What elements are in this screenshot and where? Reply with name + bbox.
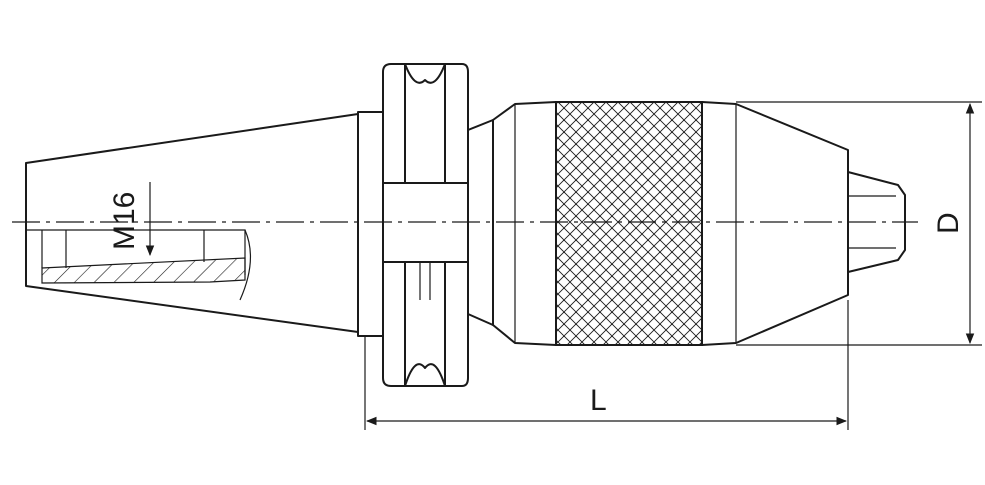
thread-label: M16	[108, 192, 141, 250]
dimension-diameter: D	[736, 101, 982, 346]
chuck-body	[492, 101, 849, 346]
flange	[357, 63, 469, 387]
neck	[467, 119, 494, 326]
length-label: L	[590, 384, 607, 417]
chuck-jaws	[847, 171, 906, 273]
knurled-sleeve	[555, 101, 703, 346]
thread-callout: M16	[108, 182, 155, 257]
dimension-length: L	[364, 300, 849, 430]
thread-hatch	[41, 257, 246, 284]
diameter-label: D	[932, 212, 965, 234]
taper-shank	[25, 113, 359, 333]
